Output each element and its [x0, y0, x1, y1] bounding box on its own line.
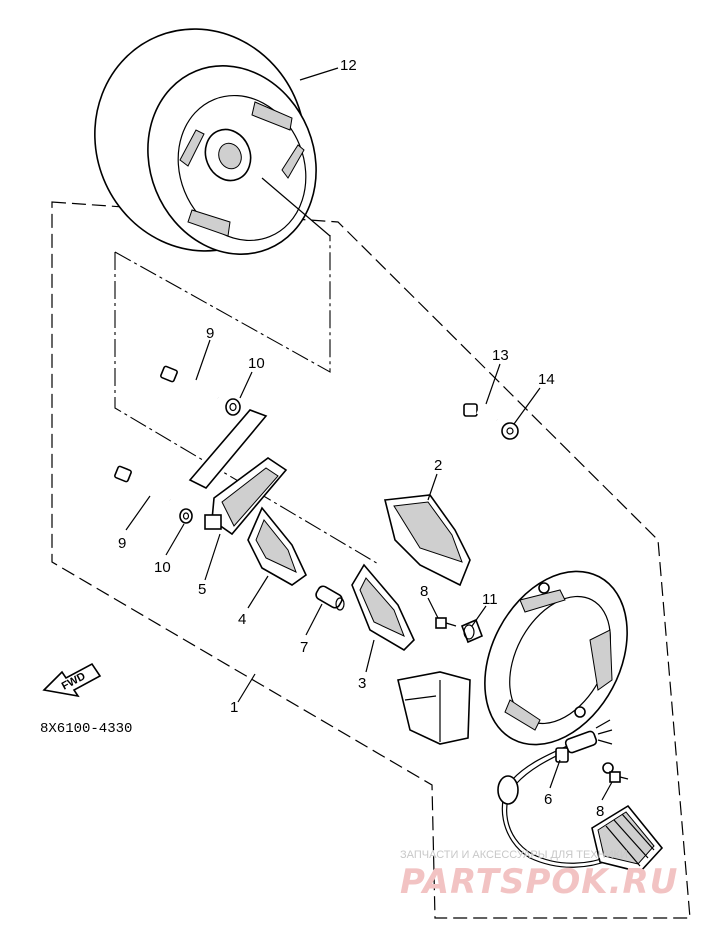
- bolt-13: [463, 403, 498, 422]
- clamp-6: [555, 747, 614, 774]
- callout-1: 1: [230, 699, 238, 716]
- callout-7: 7: [300, 639, 308, 656]
- coil-3: [351, 563, 415, 652]
- washer-14: [501, 422, 519, 440]
- flywheel-rotor: [94, 28, 317, 255]
- callout-4: 4: [238, 611, 246, 628]
- watermark-caption: ЗАПЧАСТИ И АКСЕССУАРЫ ДЛЯ ТЕХНИКИ: [400, 849, 628, 861]
- mounting-bracket: [397, 671, 471, 745]
- bolt-upper: [160, 365, 219, 400]
- screw-8-upper: [435, 617, 457, 629]
- stator-plate: [484, 570, 628, 746]
- callout-14: 14: [538, 371, 555, 388]
- fwd-arrow: FWD: [42, 662, 102, 698]
- spacer-7: [315, 585, 345, 611]
- callout-3: 3: [358, 675, 366, 692]
- bushing-11: [460, 618, 484, 644]
- callout-11: 11: [482, 591, 498, 608]
- wire-harness: [497, 719, 613, 868]
- callout-12: 12: [340, 57, 357, 74]
- callout-2: 2: [434, 457, 442, 474]
- washer-upper: [225, 398, 241, 416]
- coil-4: [247, 506, 308, 586]
- partspok-watermark: ЗАПЧАСТИ И АКСЕССУАРЫ ДЛЯ ТЕХНИКИ PARTSP…: [400, 849, 678, 902]
- rotor-leader: [261, 177, 331, 237]
- callout-5: 5: [198, 581, 206, 598]
- plate-outline: [114, 235, 381, 566]
- assembly-boundary: [51, 201, 691, 919]
- screw-8-lower: [609, 771, 629, 783]
- diagram-code: 8X6100-4330: [40, 721, 132, 737]
- callout-10-lower: 10: [154, 559, 171, 576]
- callout-9-upper: 9: [206, 325, 214, 342]
- connector-block: [591, 804, 664, 873]
- callout-10-upper: 10: [248, 355, 265, 372]
- coil-5: [204, 457, 288, 536]
- bracket-strip: [188, 409, 268, 489]
- callout-9-lower: 9: [118, 535, 126, 552]
- watermark-logo: PARTSPOK.RU: [400, 862, 678, 902]
- pickup-coil-2: [384, 494, 471, 587]
- leader-lines: [125, 67, 613, 801]
- bolt-lower: [114, 465, 171, 502]
- callout-8-upper: 8: [420, 583, 428, 600]
- callout-6: 6: [544, 791, 552, 808]
- callout-13: 13: [492, 347, 509, 364]
- washer-lower: [179, 508, 193, 524]
- callout-8-lower: 8: [596, 803, 604, 820]
